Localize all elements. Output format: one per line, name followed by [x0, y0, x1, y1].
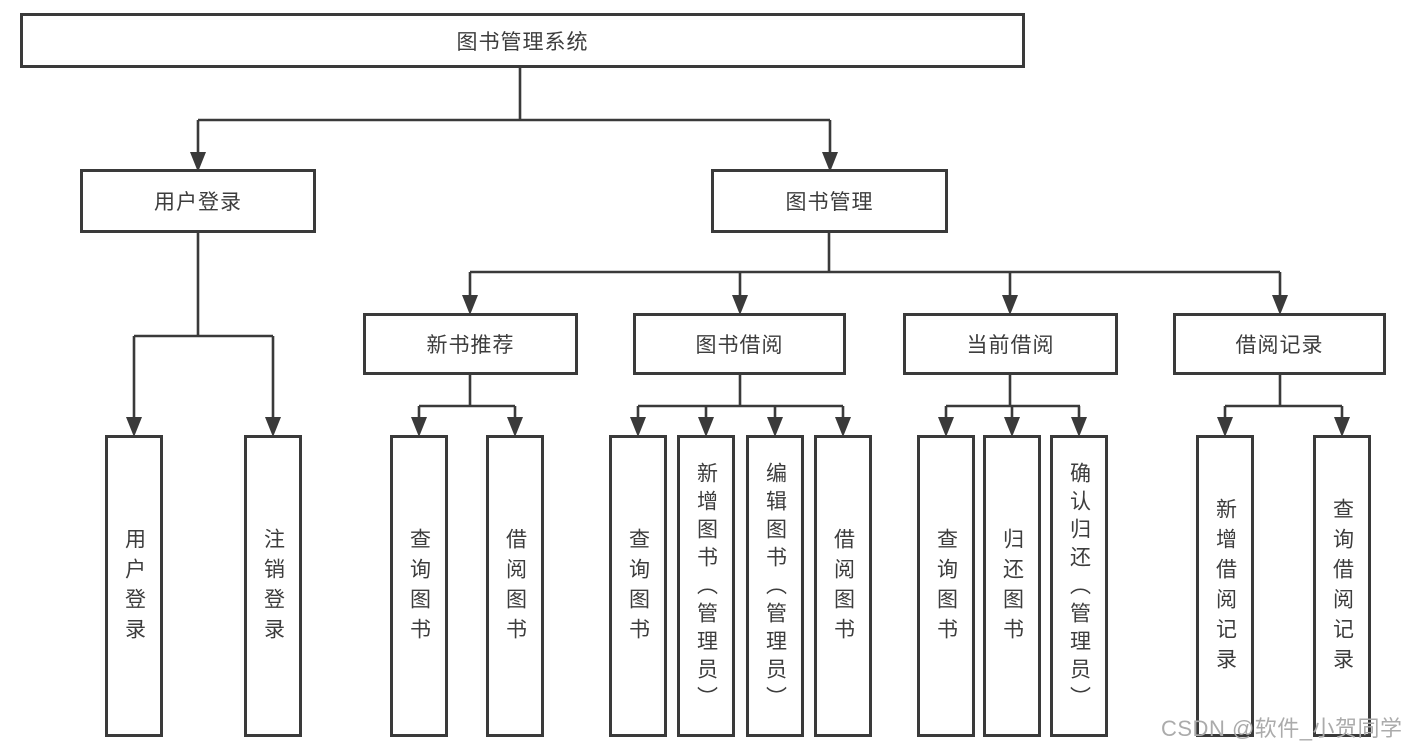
leaf-edit-book-admin: 编辑图书（管理员）	[746, 435, 804, 737]
leaf-borrow-books-borrow: 借阅图书	[814, 435, 872, 737]
module-borrow-records: 借阅记录	[1173, 313, 1386, 375]
leaf-query-books-recommend: 查询图书	[390, 435, 448, 737]
leaf-query-books-borrow: 查询图书	[609, 435, 667, 737]
leaf-user-login: 用户登录	[105, 435, 163, 737]
leaf-confirm-return-admin: 确认归还（管理员）	[1050, 435, 1108, 737]
module-book-borrow: 图书借阅	[633, 313, 846, 375]
leaf-add-book-admin: 新增图书（管理员）	[677, 435, 735, 737]
leaf-borrow-books-recommend: 借阅图书	[486, 435, 544, 737]
leaf-query-books-current: 查询图书	[917, 435, 975, 737]
leaf-add-borrow-record: 新增借阅记录	[1196, 435, 1254, 737]
leaf-query-borrow-record: 查询借阅记录	[1313, 435, 1371, 737]
leaf-return-books: 归还图书	[983, 435, 1041, 737]
root-node-system: 图书管理系统	[20, 13, 1025, 68]
csdn-watermark: CSDN @软件_小贺同学	[1161, 716, 1403, 741]
leaf-logout: 注销登录	[244, 435, 302, 737]
module-new-book-recommend: 新书推荐	[363, 313, 578, 375]
module-current-borrow: 当前借阅	[903, 313, 1118, 375]
branch-book-management: 图书管理	[711, 169, 948, 233]
branch-user-login: 用户登录	[80, 169, 316, 233]
